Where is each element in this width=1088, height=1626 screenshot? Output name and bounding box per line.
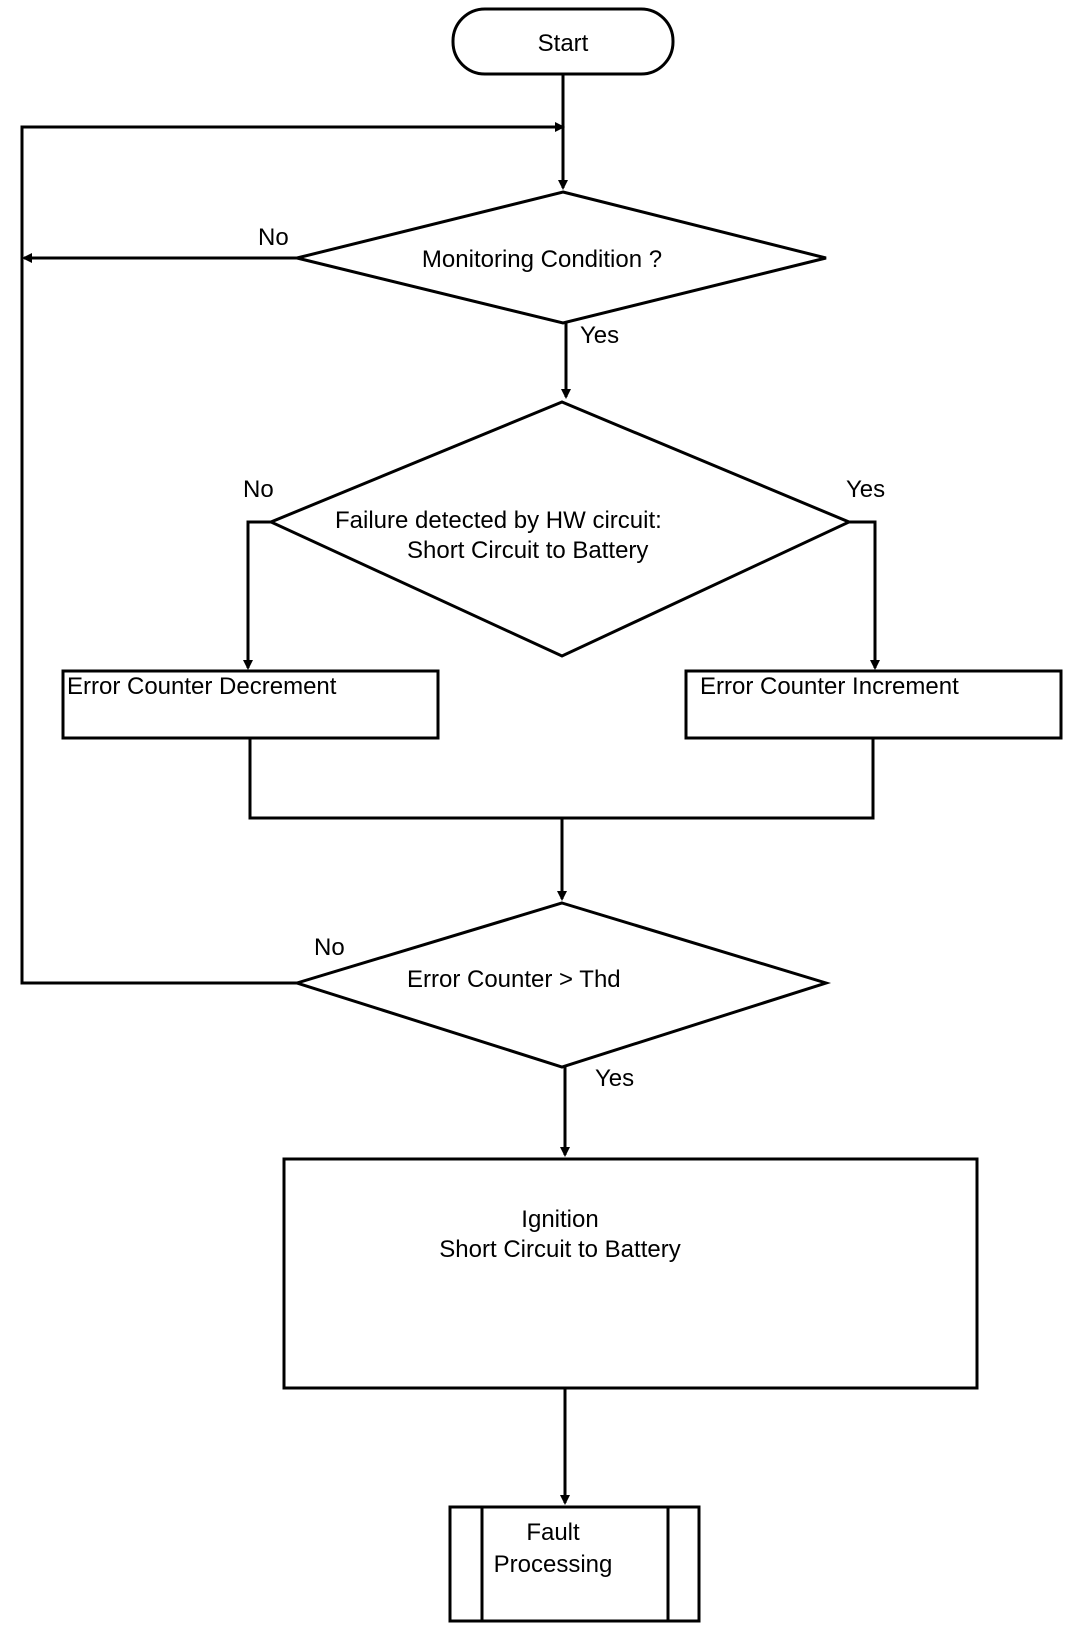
monitoring-no-label: No: [258, 224, 289, 251]
failure-no-label: No: [243, 476, 274, 503]
error-counter-increment-box: [684, 669, 1063, 740]
threshold-decision: [291, 901, 832, 1069]
connector-merge-branches: [248, 738, 875, 820]
connector-failure-yes: [849, 520, 880, 670]
monitoring-condition-label: Monitoring Condition ?: [422, 246, 662, 273]
connector-failure-no: [243, 520, 271, 670]
error-counter-decrement-box: [61, 669, 440, 740]
error-counter-decrement-label: Error Counter Decrement: [67, 673, 337, 700]
failure-yes-label: Yes: [846, 476, 885, 503]
failure-check-line1: Failure detected by HW circuit:: [335, 507, 662, 534]
ignition-line1: Ignition: [521, 1206, 598, 1233]
monitoring-condition-decision: [296, 190, 827, 325]
threshold-label: Error Counter > Thd: [407, 966, 621, 993]
threshold-no-label: No: [314, 934, 345, 961]
fault-processing-line2: Processing: [494, 1551, 613, 1578]
threshold-yes-label: Yes: [595, 1065, 634, 1092]
error-counter-increment-label: Error Counter Increment: [700, 673, 959, 700]
fault-processing-line1: Fault: [526, 1519, 580, 1546]
ignition-box: [282, 1157, 979, 1390]
failure-check-line2: Short Circuit to Battery: [407, 537, 648, 564]
connector-loop-back: [20, 122, 565, 985]
ignition-line2: Short Circuit to Battery: [439, 1236, 680, 1263]
fault-processing-box: [448, 1505, 701, 1623]
start-label: Start: [538, 30, 589, 57]
monitoring-yes-label: Yes: [580, 322, 619, 349]
failure-detected-decision: [267, 400, 853, 658]
